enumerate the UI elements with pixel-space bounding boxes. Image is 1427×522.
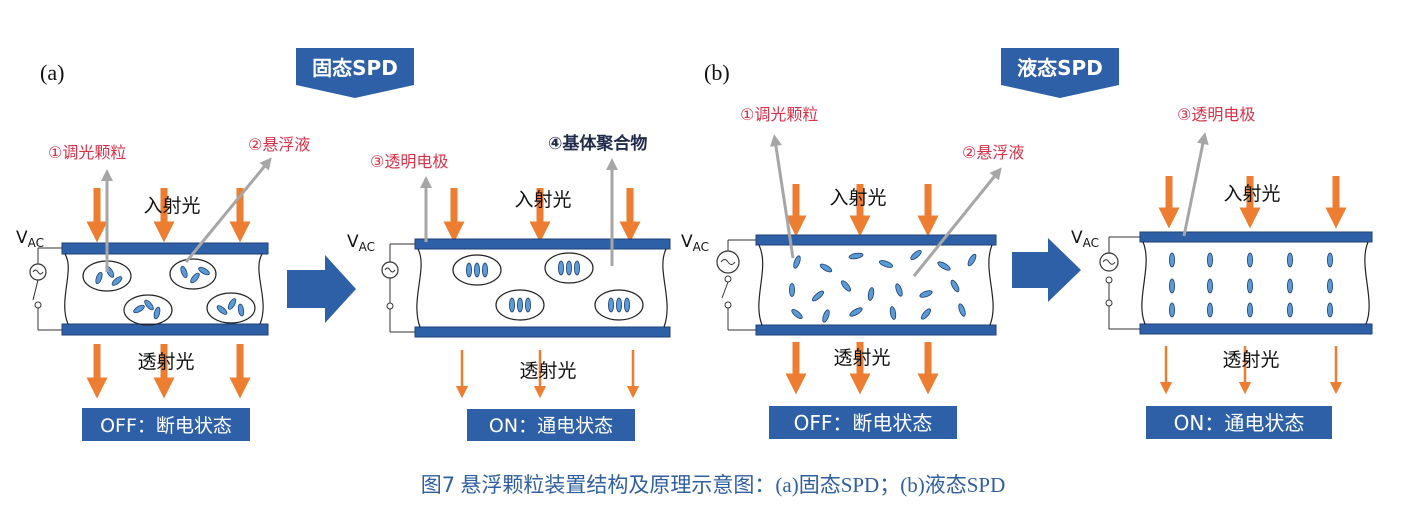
transition-arrow <box>1012 238 1081 302</box>
label-suspension: ②悬浮液 <box>248 135 310 154</box>
incident-light-label: 入射光 <box>514 189 571 211</box>
label-polymer: ④基体聚合物 <box>548 133 647 154</box>
transmitted-light-label: 透射光 <box>519 360 576 382</box>
ac-source: VAC <box>16 228 62 331</box>
status-text: OFF：断电状态 <box>794 411 933 435</box>
panel-b-banner-text: 液态SPD <box>1017 56 1103 80</box>
aligned-particles <box>1169 252 1334 318</box>
cell-b-on: 入射光 ③透明电极 <box>1071 105 1373 439</box>
status-box <box>467 409 635 441</box>
panel-a-banner-text: 固态SPD <box>312 56 398 80</box>
panel-a-banner: 固态SPD <box>296 48 414 98</box>
transmitted-light-label: 透射光 <box>1222 349 1279 371</box>
label-particles: ①调光颗粒 <box>740 105 818 124</box>
status-box <box>1146 406 1332 439</box>
svg-text:VAC: VAC <box>1071 228 1099 250</box>
caption-text: 悬浮颗粒装置结构及原理示意图：(a)固态SPD；(b)液态SPD <box>455 473 1005 497</box>
status-box <box>82 408 250 441</box>
label-electrode: ③透明电极 <box>370 152 448 171</box>
ac-source: VAC <box>1071 228 1140 330</box>
cell-a-on: 入射光 ③透明电极 ④基体聚合物 <box>347 133 671 441</box>
cell-a-off: 入射光 ①调光颗粒 ②悬浮液 <box>16 135 310 441</box>
transmitted-light-label: 透射光 <box>833 347 890 369</box>
top-electrode <box>61 242 269 255</box>
transition-arrow <box>287 255 356 323</box>
pointer-suspension <box>184 157 272 263</box>
transmitted-light-label: 透射光 <box>137 351 194 373</box>
bottom-electrode <box>414 326 671 338</box>
particle-capsules <box>82 258 256 326</box>
label-particles: ①调光颗粒 <box>48 143 126 162</box>
label-electrode: ③透明电极 <box>1177 105 1255 124</box>
switch-icon <box>721 281 729 299</box>
top-electrode <box>1139 231 1373 243</box>
figure-number: 图7 <box>421 473 455 497</box>
svg-text:VAC: VAC <box>681 232 709 254</box>
panel-b: (b) 液态SPD 入射光 ①调光颗粒 ②悬浮液 <box>681 48 1373 439</box>
incident-light-label: 入射光 <box>1223 183 1280 205</box>
incident-light-label: 入射光 <box>829 187 886 209</box>
bottom-electrode <box>1139 323 1373 335</box>
label-suspension: ②悬浮液 <box>962 143 1024 162</box>
pointer-suspension <box>912 167 1002 277</box>
ac-source: VAC <box>681 232 756 331</box>
panel-a: (a) 固态SPD 入射光 ①调光颗粒 ②悬浮液 <box>16 48 671 441</box>
ac-source: VAC <box>347 232 415 333</box>
pointer-electrode <box>1182 132 1209 237</box>
svg-text:VAC: VAC <box>347 232 375 254</box>
top-electrode <box>414 238 671 250</box>
incident-light-label: 入射光 <box>143 195 200 217</box>
particle-capsules <box>452 252 644 321</box>
status-text: ON：通电状态 <box>1174 411 1305 435</box>
status-text: ON：通电状态 <box>489 415 613 437</box>
switch-icon <box>32 279 39 301</box>
panel-b-banner: 液态SPD <box>1001 48 1119 98</box>
status-text: OFF：断电状态 <box>100 415 232 437</box>
svg-text:VAC: VAC <box>16 228 44 250</box>
pointer-particles <box>769 134 795 259</box>
random-particles <box>789 249 977 323</box>
cell-b-off: 入射光 ①调光颗粒 ②悬浮液 <box>681 105 1024 439</box>
figure-caption: 图7 悬浮颗粒装置结构及原理示意图：(a)固态SPD；(b)液态SPD <box>421 473 1005 497</box>
panel-b-letter: (b) <box>704 60 730 85</box>
panel-a-letter: (a) <box>40 60 64 85</box>
bottom-electrode <box>61 323 269 336</box>
bottom-electrode <box>755 324 997 336</box>
status-box <box>769 406 957 439</box>
